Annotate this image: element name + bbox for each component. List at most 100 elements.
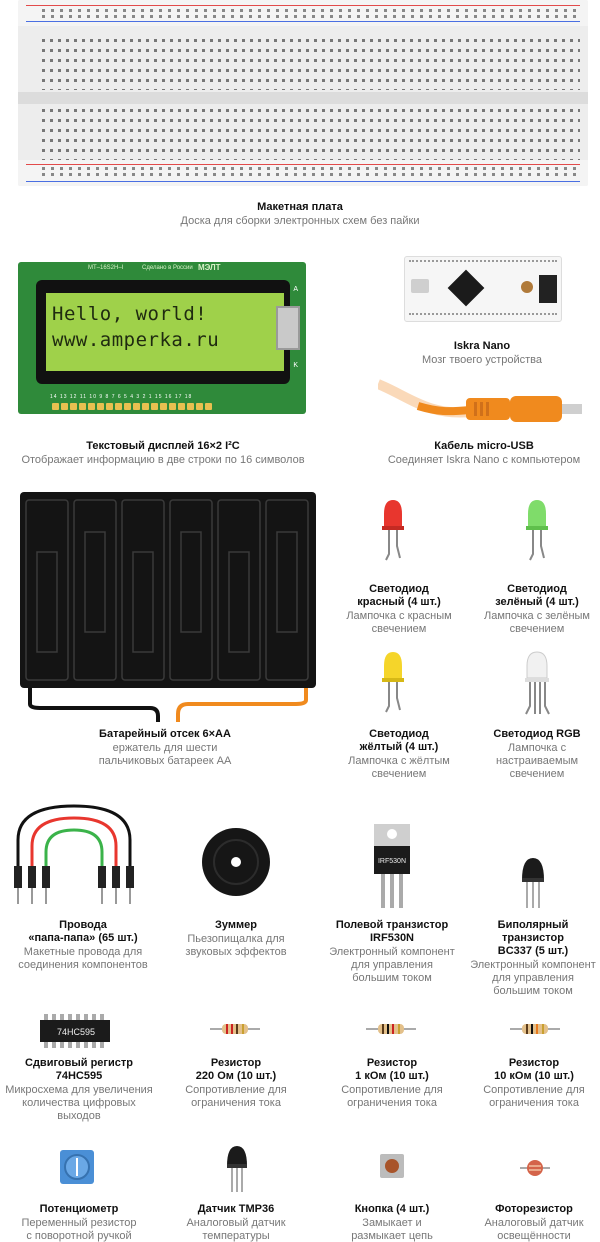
shift-register-desc: Микросхема для увеличения количества циф…	[5, 1084, 153, 1122]
resistor-1k-caption: Резистор 1 кОм (10 шт.) Сопротивление дл…	[326, 1057, 458, 1110]
bjt-image	[522, 858, 544, 908]
lcd-display-image: МТ–16S2H–I Сделано в России МЭЛТ Hello, …	[18, 262, 306, 414]
button-title: Кнопка (4 шт.)	[354, 1203, 430, 1215]
resistor-1k-image	[366, 1024, 416, 1034]
tmp36-image	[227, 1146, 247, 1192]
resistor-220-image	[210, 1024, 260, 1034]
mosfet-desc: Электронный компонент для управления бол…	[329, 946, 455, 984]
wires-caption: Провода «папа-папа» (65 шт.) Макетные пр…	[8, 919, 158, 972]
lcd-title: Текстовый дисплей 16×2 I²C	[86, 440, 240, 452]
battery-holder-image	[20, 492, 316, 722]
photoresistor-image	[520, 1160, 550, 1176]
breadboard-rail-holes-bottom	[40, 166, 580, 178]
battery-caption: Батарейный отсек 6×AA ержатель для шести…	[40, 728, 290, 768]
lcd-connector	[276, 306, 300, 350]
cable-desc: Соединяет Iskra Nano с компьютером	[387, 454, 581, 466]
usb-cable-image	[378, 379, 582, 422]
led-red-desc: Лампочка с красным свечением	[346, 610, 452, 635]
cable-title: Кабель micro-USB	[434, 440, 534, 452]
photoresistor-caption: Фоторезистор Аналоговый датчик освещённо…	[468, 1203, 600, 1242]
led-red-title: Светодиод красный (4 шт.)	[357, 583, 441, 608]
bjt-title: Биполярный транзистор BC337 (5 шт.)	[497, 919, 569, 957]
resistor-10k-title: Резистор 10 кОм (10 шт.)	[494, 1057, 574, 1082]
wires-title: Провода «папа-папа» (65 шт.)	[28, 919, 138, 944]
buzzer-desc: Пьезопищалка для звуковых эффектов	[185, 933, 287, 958]
buzzer-image	[202, 828, 270, 896]
nano-title: Iskra Nano	[453, 340, 511, 352]
breadboard-holes-upper	[40, 36, 580, 90]
led-rgb-image	[525, 651, 550, 715]
wires-image	[14, 804, 134, 904]
mosfet-image: IRF530N	[374, 824, 410, 908]
potentiometer-desc: Переменный резистор с поворотной ручкой	[21, 1217, 137, 1242]
breadboard-image	[18, 0, 588, 186]
potentiometer-title: Потенциометр	[39, 1203, 119, 1215]
lcd-caption: Текстовый дисплей 16×2 I²C Отображает ин…	[18, 440, 308, 467]
tmp36-title: Датчик TMP36	[197, 1203, 275, 1215]
led-yellow-image	[382, 652, 404, 713]
resistor-1k-desc: Сопротивление для ограничения тока	[341, 1084, 443, 1109]
breadboard-desc: Доска для сборки электронных схем без па…	[180, 215, 420, 227]
led-rgb-desc: Лампочка с настраиваемым свечением	[495, 742, 579, 780]
photoresistor-desc: Аналоговый датчик освещённости	[484, 1217, 584, 1242]
shift-register-caption: Сдвиговый регистр 74HC595 Микросхема для…	[4, 1057, 154, 1123]
led-green-title: Светодиод зелёный (4 шт.)	[495, 583, 579, 608]
nano-caption: Iskra Nano Мозг твоего устройства	[384, 340, 580, 367]
lcd-line-2: www.amperka.ru	[52, 329, 220, 351]
lcd-made-label: Сделано в России	[142, 265, 193, 271]
button-caption: Кнопка (4 шт.) Замыкает и размыкает цепь	[326, 1203, 458, 1242]
led-yellow-title: Светодиод жёлтый (4 шт.)	[359, 728, 439, 753]
breadboard-holes-lower	[40, 106, 580, 160]
breadboard-rail-holes-top	[40, 8, 580, 20]
resistor-220-caption: Резистор 220 Ом (10 шт.) Сопротивление д…	[170, 1057, 302, 1110]
lcd-pins	[52, 403, 212, 410]
led-green-caption: Светодиод зелёный (4 шт.) Лампочка с зел…	[474, 583, 600, 636]
led-green-desc: Лампочка с зелёным свечением	[484, 610, 590, 635]
resistor-10k-caption: Резистор 10 кОм (10 шт.) Сопротивление д…	[468, 1057, 600, 1110]
button-desc: Замыкает и размыкает цепь	[351, 1217, 433, 1242]
led-yellow-desc: Лампочка с жёлтым свечением	[348, 755, 450, 780]
buzzer-caption: Зуммер Пьезопищалка для звуковых эффекто…	[168, 919, 304, 959]
led-rgb-title: Светодиод RGB	[493, 728, 581, 740]
wires-desc: Макетные провода для соединения компонен…	[18, 946, 148, 971]
lcd-screen: Hello, world! www.amperka.ru	[46, 293, 284, 371]
shift-register-label: 74HC595	[57, 1027, 95, 1037]
led-red-image	[382, 500, 404, 561]
lcd-desc: Отображает информацию в две строки по 16…	[21, 454, 305, 466]
resistor-220-desc: Сопротивление для ограничения тока	[185, 1084, 287, 1109]
resistor-1k-title: Резистор 1 кОм (10 шт.)	[355, 1057, 429, 1082]
mosfet-label: IRF530N	[378, 858, 406, 865]
shift-register-title: Сдвиговый регистр 74HC595	[25, 1057, 133, 1082]
breadboard-title: Макетная плата	[257, 201, 343, 213]
mosfet-title: Полевой транзистор IRF530N	[335, 919, 449, 944]
lcd-pin-numbers: 14 13 12 11 10 9 8 7 6 5 4 3 2 1 15 16 1…	[50, 394, 193, 400]
shift-register-image: 74HC595	[40, 1014, 110, 1048]
led-rgb-caption: Светодиод RGB Лампочка с настраиваемым с…	[474, 728, 600, 781]
lcd-pin-k-label: K	[293, 362, 298, 369]
led-yellow-caption: Светодиод жёлтый (4 шт.) Лампочка с жёлт…	[334, 728, 464, 781]
buzzer-title: Зуммер	[215, 919, 257, 931]
battery-title: Батарейный отсек 6×AA	[99, 728, 231, 740]
nano-desc: Мозг твоего устройства	[421, 354, 542, 366]
bjt-caption: Биполярный транзистор BC337 (5 шт.) Элек…	[466, 919, 600, 998]
cable-caption: Кабель micro-USB Соединяет Iskra Nano с …	[384, 440, 584, 467]
iskra-nano-image	[404, 256, 562, 322]
tmp36-caption: Датчик TMP36 Аналоговый датчик температу…	[170, 1203, 302, 1242]
led-red-caption: Светодиод красный (4 шт.) Лампочка с кра…	[334, 583, 464, 636]
potentiometer-caption: Потенциометр Переменный резистор с повор…	[4, 1203, 154, 1242]
mosfet-caption: Полевой транзистор IRF530N Электронный к…	[322, 919, 462, 985]
battery-desc: ержатель для шести пальчиковых батареек …	[98, 742, 232, 767]
lcd-brand-label: МЭЛТ	[198, 263, 221, 272]
lcd-model-label: МТ–16S2H–I	[88, 265, 124, 271]
led-green-image	[526, 500, 548, 561]
resistor-10k-desc: Сопротивление для ограничения тока	[483, 1084, 585, 1109]
potentiometer-image	[60, 1150, 94, 1184]
lcd-pin-a-label: A	[293, 286, 298, 293]
lcd-line-1: Hello, world!	[52, 303, 208, 325]
resistor-220-title: Резистор 220 Ом (10 шт.)	[195, 1057, 277, 1082]
resistor-10k-image	[510, 1024, 560, 1034]
button-image	[380, 1154, 404, 1178]
breadboard-caption: Макетная плата Доска для сборки электрон…	[150, 201, 450, 228]
photoresistor-title: Фоторезистор	[495, 1203, 573, 1215]
tmp36-desc: Аналоговый датчик температуры	[186, 1217, 286, 1242]
